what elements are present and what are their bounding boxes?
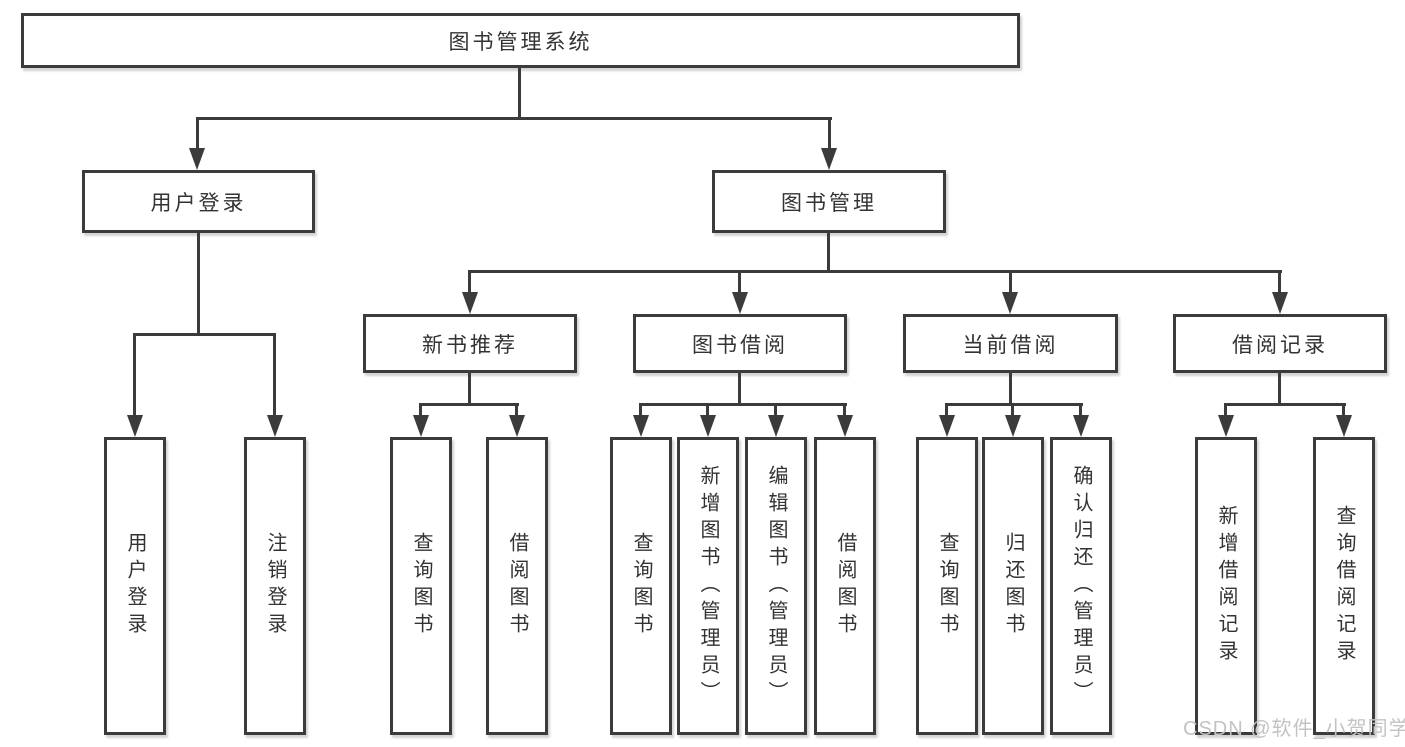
connector-line — [738, 373, 741, 406]
connector-line — [468, 373, 471, 406]
node-book-management: 图书管理 — [712, 170, 946, 233]
arrowhead-down — [1073, 415, 1089, 437]
leaf-label: 归还图书 — [1002, 532, 1024, 640]
leaf-label: 借阅图书 — [834, 532, 856, 640]
connector-line — [1224, 403, 1346, 406]
leaf-borrow-books-borrow: 借阅图书 — [814, 437, 876, 735]
arrowhead-down — [633, 415, 649, 437]
arrowhead-down — [837, 415, 853, 437]
connector-line — [133, 333, 136, 418]
connector-line — [1011, 403, 1014, 417]
connector-line — [828, 117, 831, 152]
leaf-label: 借阅图书 — [506, 532, 528, 640]
leaf-return-book: 归还图书 — [982, 437, 1044, 735]
connector-line — [197, 233, 200, 335]
connector-line — [1278, 270, 1281, 296]
leaf-logout-login: 注销登录 — [244, 437, 306, 735]
leaf-edit-book-admin: 编辑图书（管理员） — [745, 437, 807, 735]
leaf-label: 编辑图书（管理员） — [765, 464, 787, 708]
connector-line — [738, 270, 741, 296]
connector-line — [1009, 373, 1012, 406]
connector-line — [1278, 373, 1281, 406]
leaf-borrow-books-recommend: 借阅图书 — [486, 437, 548, 735]
connector-line — [639, 403, 642, 417]
connector-line — [196, 117, 199, 152]
connector-line — [515, 403, 518, 417]
node-new-book-recommendation: 新书推荐 — [363, 314, 577, 373]
arrowhead-down — [821, 148, 837, 170]
node-current-borrowing: 当前借阅 — [903, 314, 1118, 373]
watermark: CSDN @软件_小贺同学 — [1183, 718, 1405, 740]
arrowhead-down — [189, 148, 205, 170]
leaf-add-borrow-record: 新增借阅记录 — [1195, 437, 1257, 735]
node-book-borrowing: 图书借阅 — [633, 314, 847, 373]
arrowhead-down — [462, 292, 478, 314]
connector-line — [419, 403, 422, 417]
leaf-label: 查询图书 — [410, 532, 432, 640]
connector-line — [468, 270, 1282, 273]
leaf-label: 新增借阅记录 — [1215, 505, 1237, 667]
connector-line — [1224, 403, 1227, 417]
connector-line — [273, 333, 276, 418]
connector-line — [639, 403, 847, 406]
arrowhead-down — [1218, 415, 1234, 437]
leaf-user-login: 用户登录 — [104, 437, 166, 735]
connector-line — [774, 403, 777, 417]
leaf-label: 查询借阅记录 — [1333, 505, 1355, 667]
leaf-label: 查询图书 — [936, 532, 958, 640]
node-user-login: 用户登录 — [82, 170, 315, 233]
arrowhead-down — [413, 415, 429, 437]
node-borrowing-records: 借阅记录 — [1173, 314, 1387, 373]
leaf-confirm-return-admin: 确认归还（管理员） — [1050, 437, 1112, 735]
leaf-label: 新增图书（管理员） — [697, 464, 719, 708]
connector-line — [133, 333, 276, 336]
arrowhead-down — [127, 415, 143, 437]
node-label: 新书推荐 — [422, 333, 518, 357]
connector-line — [419, 403, 519, 406]
connector-line — [945, 403, 948, 417]
connector-line — [1009, 270, 1012, 296]
node-label: 图书借阅 — [692, 333, 788, 357]
leaf-label: 查询图书 — [630, 532, 652, 640]
arrowhead-down — [1336, 415, 1352, 437]
leaf-query-books-current: 查询图书 — [916, 437, 978, 735]
connector-line — [468, 270, 471, 296]
leaf-query-borrow-record: 查询借阅记录 — [1313, 437, 1375, 735]
arrowhead-down — [732, 292, 748, 314]
arrowhead-down — [509, 415, 525, 437]
connector-line — [518, 68, 521, 118]
connector-line — [196, 117, 832, 120]
node-label: 当前借阅 — [962, 333, 1059, 357]
arrowhead-down — [1272, 292, 1288, 314]
leaf-label: 确认归还（管理员） — [1070, 464, 1092, 708]
arrowhead-down — [1005, 415, 1021, 437]
connector-line — [945, 403, 1083, 406]
node-label: 图书管理 — [781, 191, 877, 215]
node-library-management-system: 图书管理系统 — [21, 13, 1020, 68]
leaf-label: 用户登录 — [124, 532, 146, 640]
leaf-add-book-admin: 新增图书（管理员） — [677, 437, 739, 735]
connector-line — [1342, 403, 1345, 417]
connector-line — [827, 233, 830, 272]
arrowhead-down — [939, 415, 955, 437]
leaf-label: 注销登录 — [264, 532, 286, 640]
connector-line — [706, 403, 709, 417]
arrowhead-down — [700, 415, 716, 437]
connector-line — [1079, 403, 1082, 417]
arrowhead-down — [267, 415, 283, 437]
arrowhead-down — [1002, 292, 1018, 314]
node-label: 图书管理系统 — [448, 30, 593, 54]
leaf-query-books-borrow: 查询图书 — [610, 437, 672, 735]
leaf-query-books-recommend: 查询图书 — [390, 437, 452, 735]
node-label: 借阅记录 — [1232, 333, 1328, 357]
arrowhead-down — [768, 415, 784, 437]
node-label: 用户登录 — [150, 191, 247, 215]
connector-line — [843, 403, 846, 417]
